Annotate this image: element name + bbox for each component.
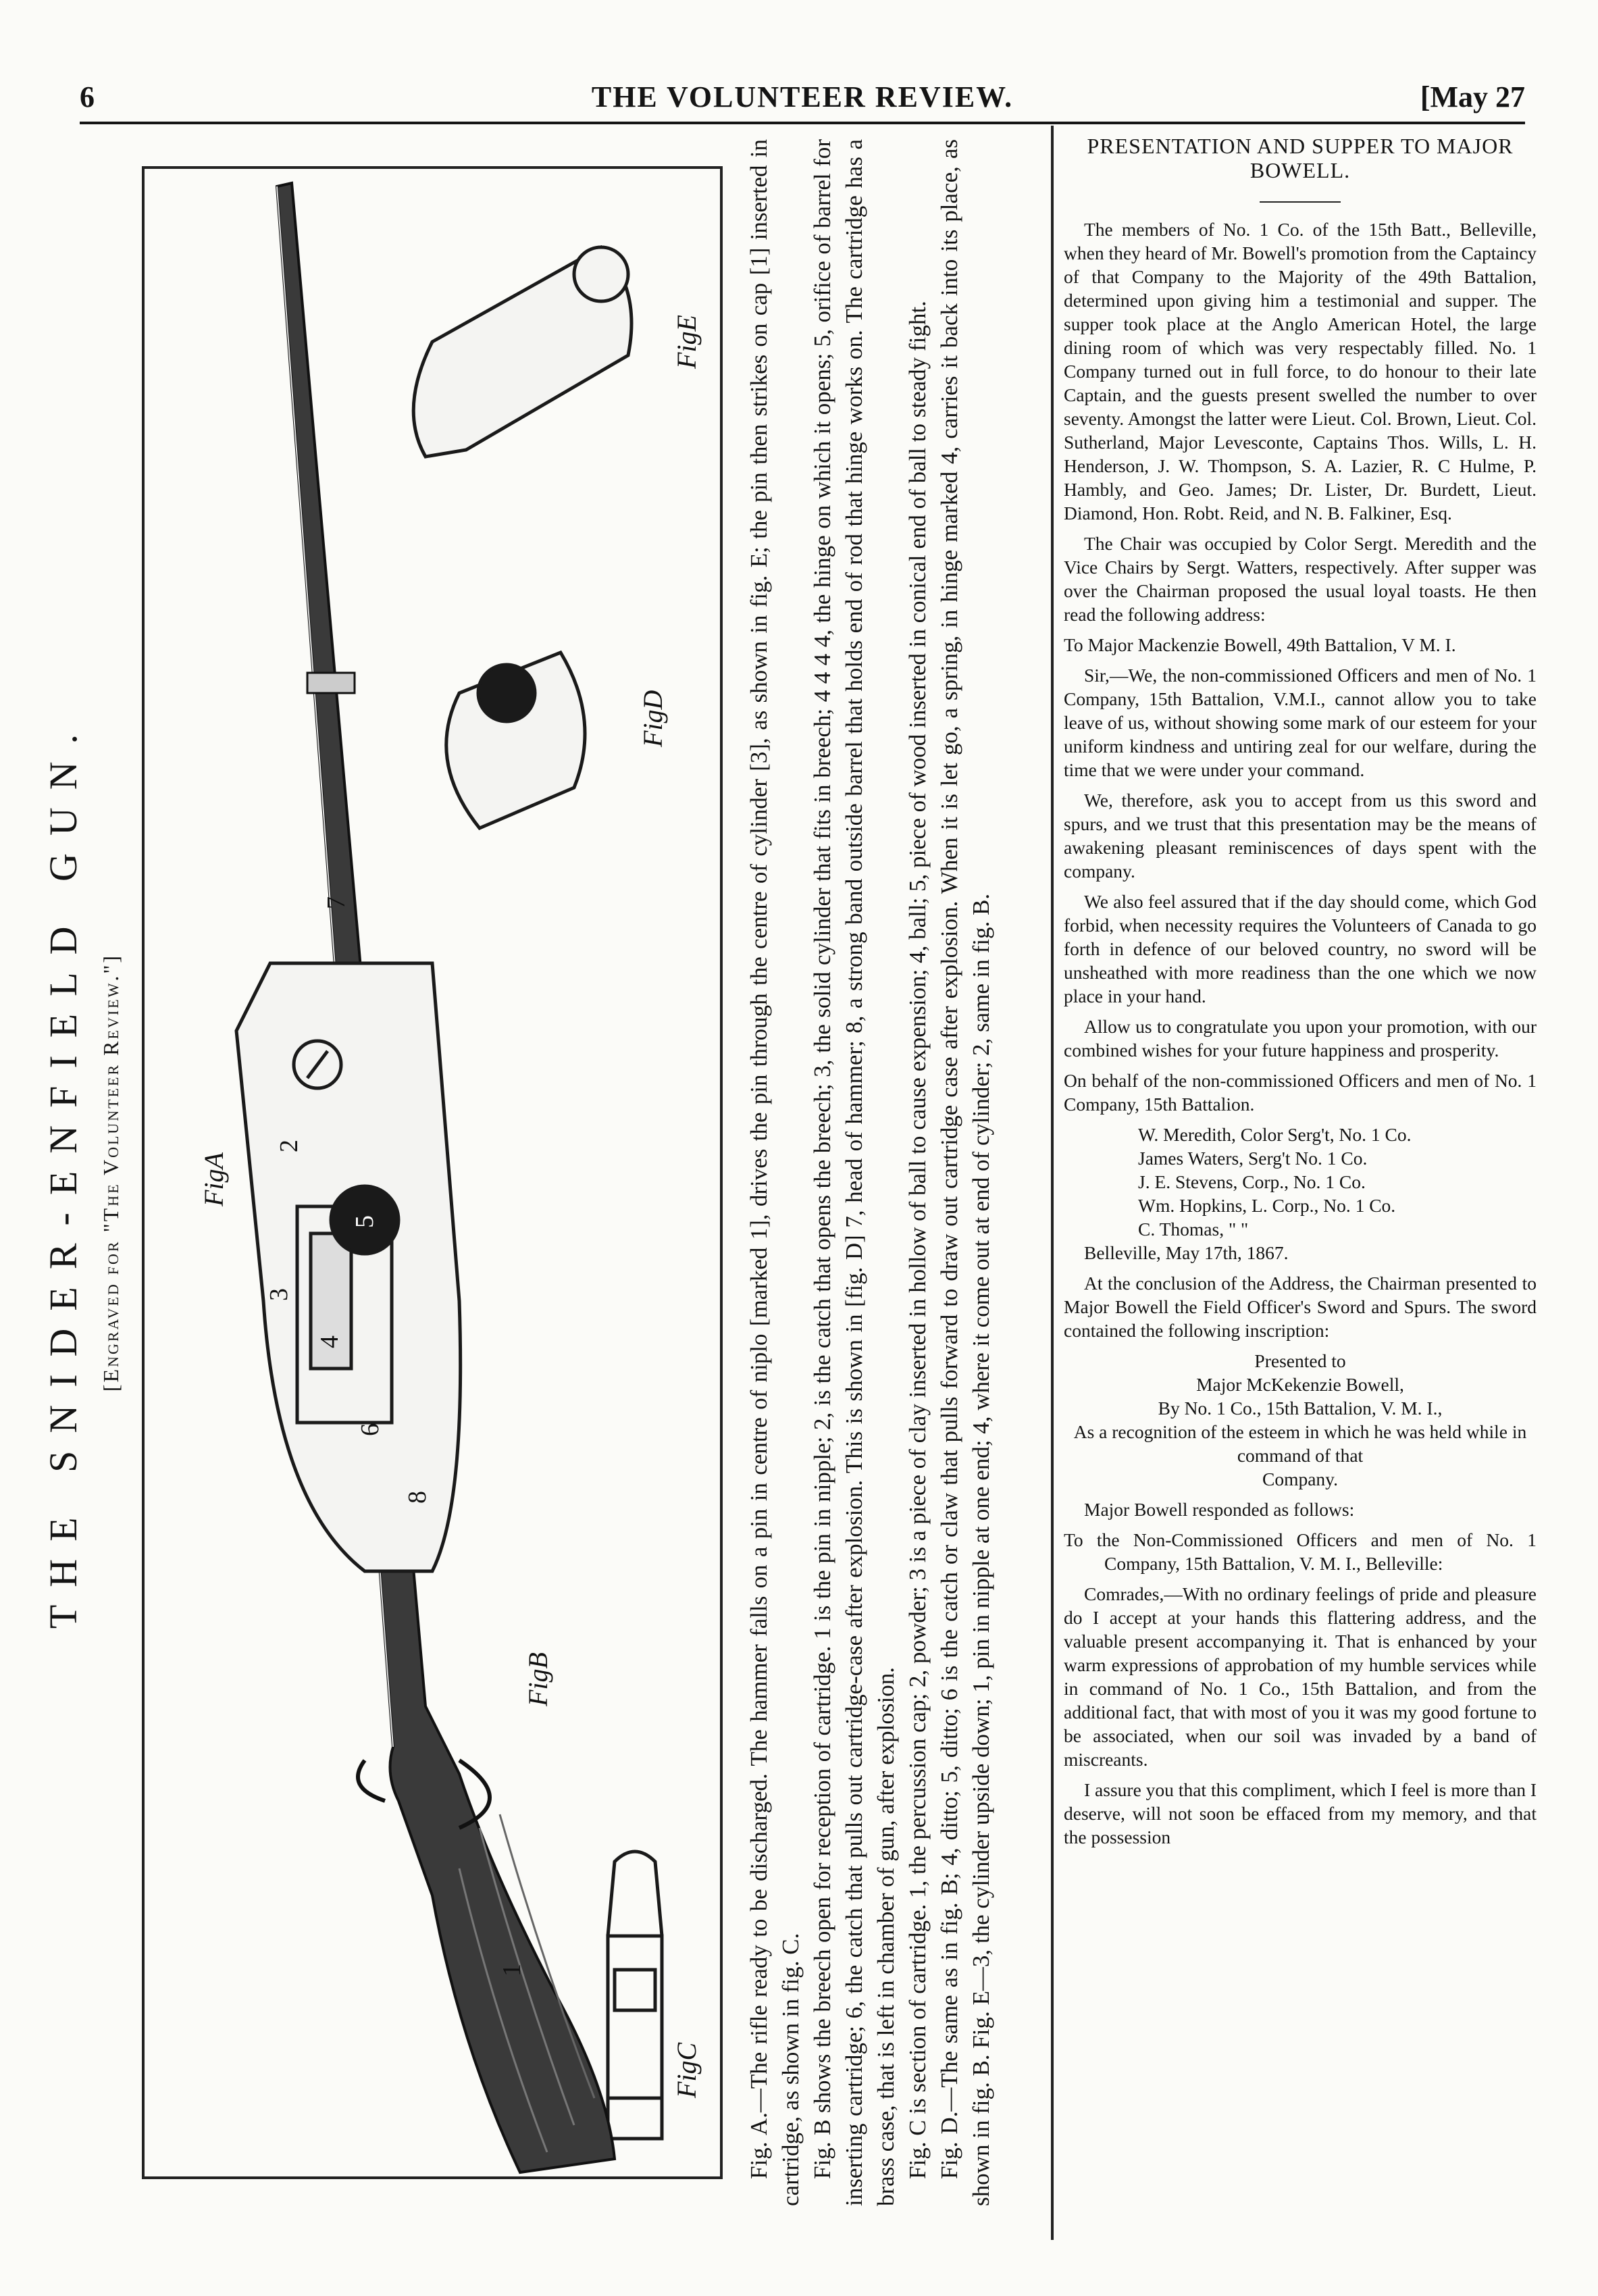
label-n6: 6 [356,1423,384,1436]
reply-salutation: To the Non-Commissioned Officers and men… [1064,1529,1537,1574]
caption-fig-c: Fig. C is section of cartridge. 1, the p… [904,301,931,2179]
label-fig-d: FigD [638,690,668,748]
article-column: PRESENTATION AND SUPPER TO MAJOR BOWELL.… [1064,134,1537,1856]
signature: W. Meredith, Color Serg't, No. 1 Co. [1138,1124,1412,1145]
fig-c-cartridge [606,1849,664,2141]
caption-fig-a: Fig. A.—The rifle ready to be discharged… [746,139,804,2206]
signature: J. E. Stevens, Corp., No. 1 Co. [1138,1171,1366,1192]
fig-e-cylinder [411,245,634,459]
issue-date: [May 27 [1420,80,1525,113]
signature: Wm. Hopkins, L. Corp., No. 1 Co. [1138,1195,1396,1216]
label-n8: 8 [403,1491,432,1504]
inscription-line: Presented to [1254,1350,1346,1371]
reply-paragraph: I assure you that this compliment, which… [1064,1779,1537,1847]
paragraph: The Chair was occupied by Color Sergt. M… [1064,533,1537,625]
paragraph: At the conclusion of the Address, the Ch… [1064,1273,1537,1341]
caption-fig-b: Fig. B shows the breech open for recepti… [809,139,899,2206]
label-n3: 3 [265,1288,293,1301]
article-heading: PRESENTATION AND SUPPER TO MAJOR BOWELL. [1064,134,1537,182]
address-paragraph: We, therefore, ask you to accept from us… [1064,790,1537,882]
heading-line-2: BOWELL. [1249,158,1351,182]
engraving-title: THE SNIDER-ENFIELD GUN. [41,716,85,1629]
rifle-engraving: FigA FigB FigC FigD FigE 1 2 3 4 5 6 7 8 [142,166,723,2179]
signature: C. Thomas, " " [1138,1219,1249,1240]
inscription-line: Company. [1262,1469,1339,1489]
engraving-block: THE SNIDER-ENFIELD GUN. [Engraved for "T… [41,126,1040,2220]
column-rule [1051,126,1054,2240]
place-date: Belleville, May 17th, 1867. [1084,1242,1289,1263]
page-number: 6 [80,80,95,113]
fig-b-breech [234,961,463,1573]
address-salutation: To Major Mackenzie Bowell, 49th Battalio… [1064,634,1456,655]
journal-title: THE VOLUNTEER REVIEW. [591,80,1014,113]
header-rule [80,122,1525,124]
paragraph: The members of No. 1 Co. of the 15th Bat… [1064,219,1537,524]
fig-d-catch [444,650,587,831]
signature: James Waters, Serg't No. 1 Co. [1138,1148,1368,1169]
engraving-subtitle: [Engraved for "The Volunteer Review."] [99,953,123,1392]
label-n5: 5 [351,1215,379,1228]
address-paragraph: Sir,—We, the non-commissioned Officers a… [1064,665,1537,780]
heading-line-1: PRESENTATION AND SUPPER TO MAJOR [1087,134,1514,158]
address-paragraph: We also feel assured that if the day sho… [1064,891,1537,1006]
reply-paragraph: Comrades,—With no ordinary feelings of p… [1064,1583,1537,1770]
address-behalf: On behalf of the non-commissioned Office… [1064,1070,1537,1115]
label-fig-e: FigE [671,315,702,369]
address-paragraph: Allow us to congratulate you upon your p… [1064,1016,1537,1061]
heading-rule [1260,201,1341,203]
label-n4: 4 [315,1335,344,1348]
paragraph: Major Bowell responded as follows: [1084,1499,1355,1520]
inscription-line: By No. 1 Co., 15th Battalion, V. M. I., [1158,1398,1443,1419]
label-n7: 7 [322,896,351,909]
label-n2: 2 [275,1140,303,1152]
label-fig-c: FigC [671,2041,702,2099]
caption-fig-d-e: Fig. D.—The same as in fig. B; 4, ditto;… [936,139,994,2206]
label-n1: 1 [498,1964,526,1976]
inscription-line: As a recognition of the esteem in which … [1073,1421,1527,1466]
engraving-caption: Fig. A.—The rifle ready to be discharged… [743,139,997,2206]
page-header: 6 THE VOLUNTEER REVIEW. [May 27 [80,73,1525,120]
label-fig-a: FigA [199,1152,229,1207]
label-fig-b: FigB [523,1652,553,1707]
inscription-line: Major McKekenzie Bowell, [1196,1374,1404,1395]
